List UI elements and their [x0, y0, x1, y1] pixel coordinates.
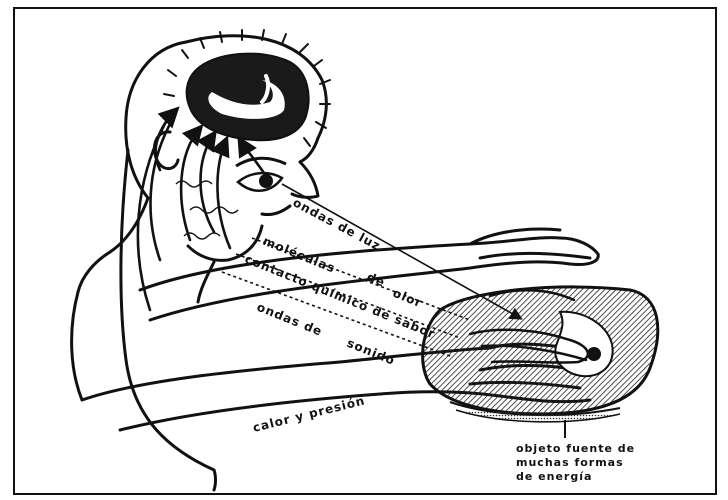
label-object-line3: de energía: [516, 470, 592, 483]
label-object-line1: objeto fuente de: [516, 442, 635, 455]
label-object-line2: muchas formas: [516, 456, 624, 469]
